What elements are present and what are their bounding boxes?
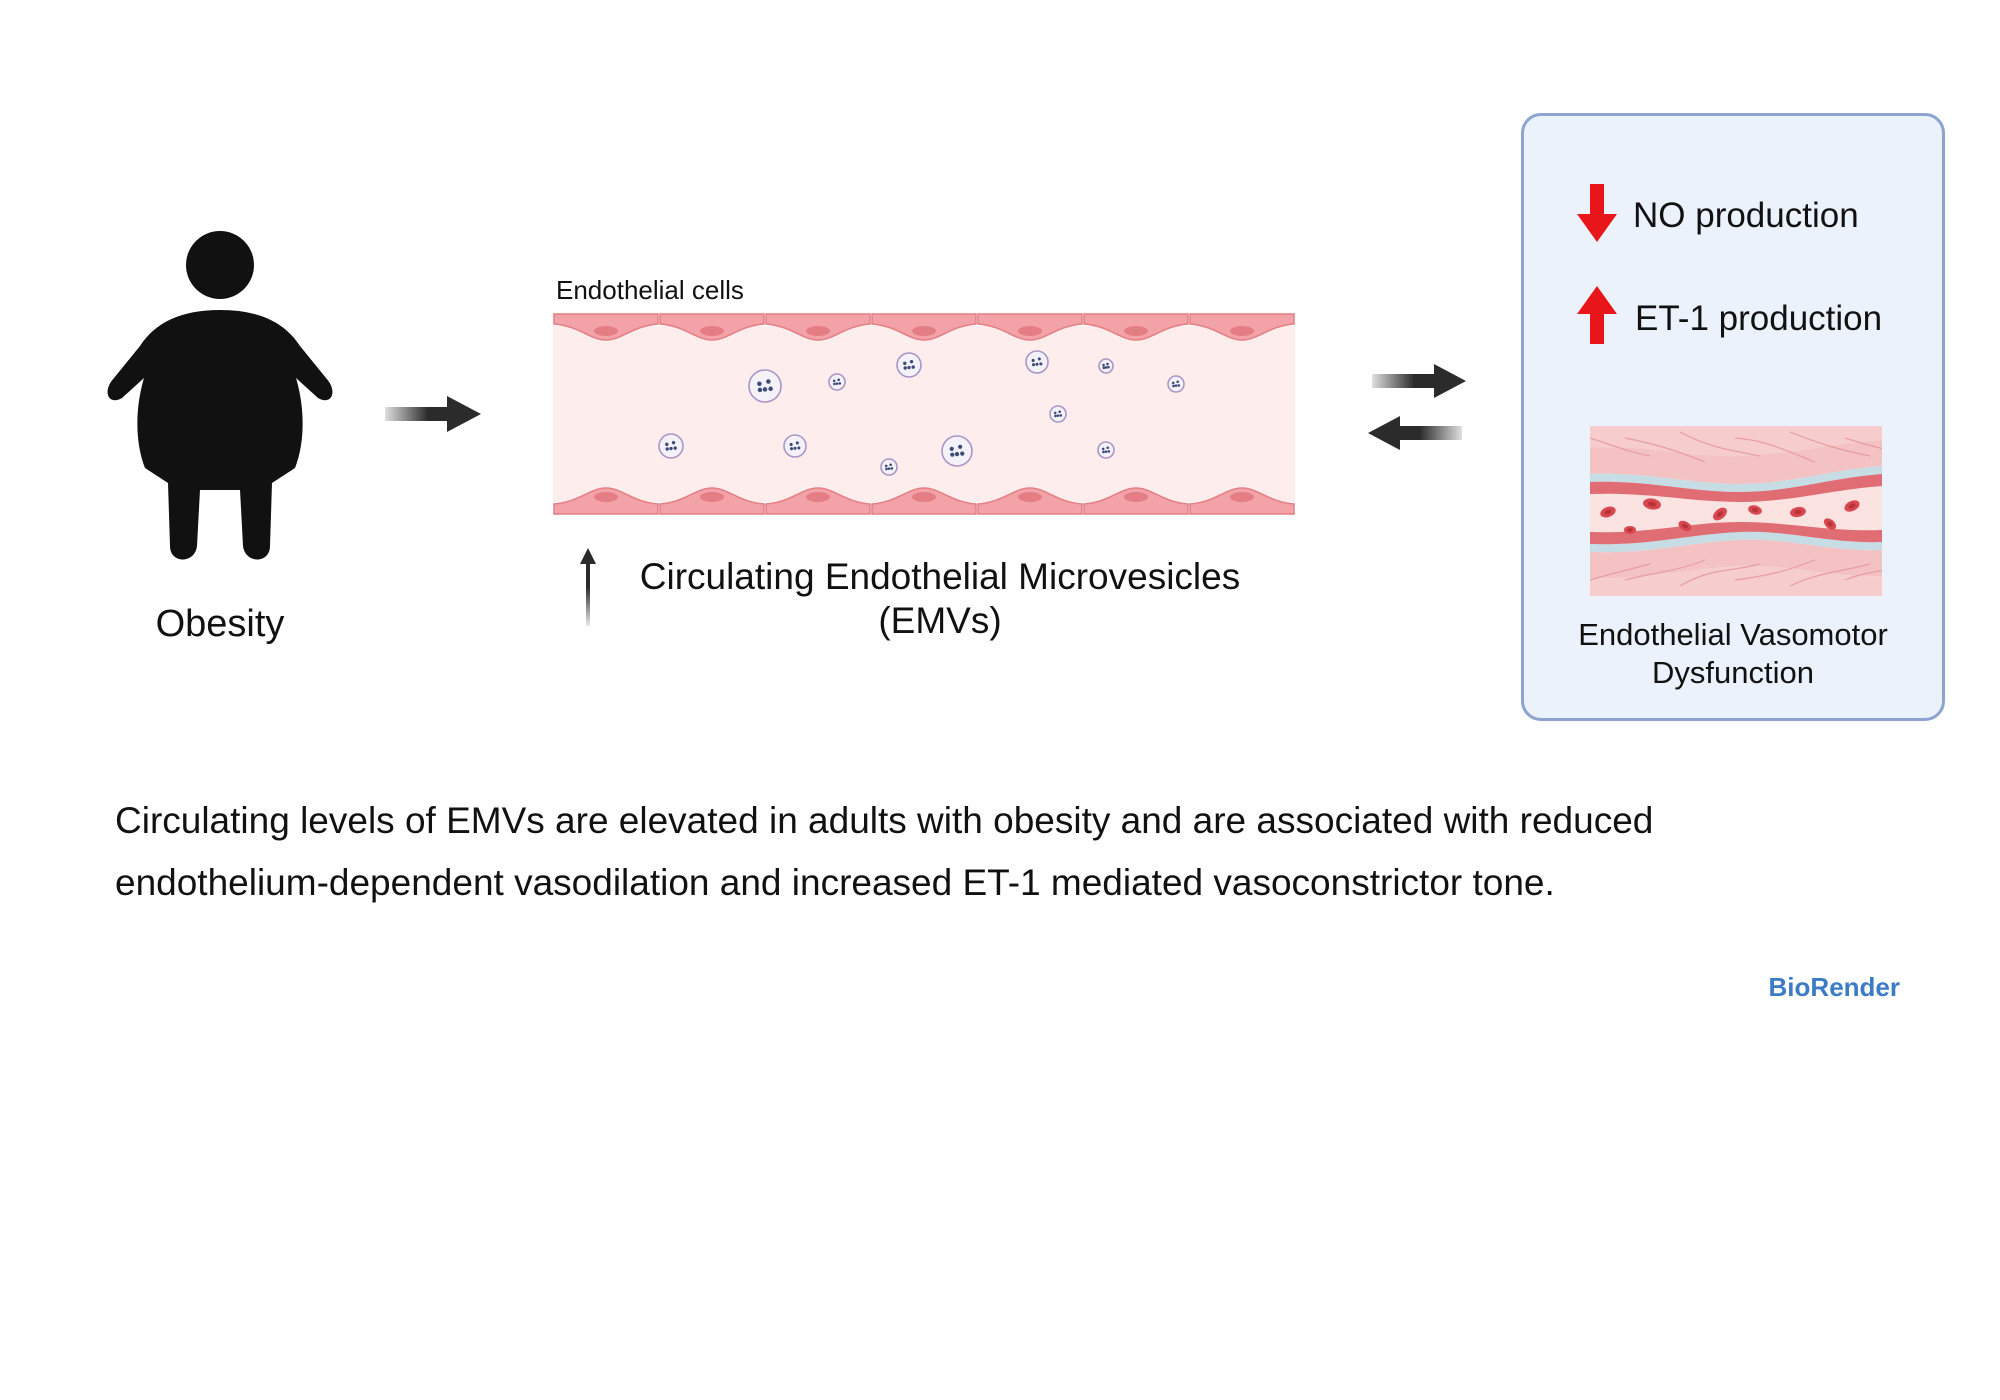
microvesicle-icon xyxy=(658,433,684,459)
red-blood-cell-icon xyxy=(1748,505,1762,515)
microvesicle-icon xyxy=(1049,405,1067,423)
microvesicle-icon xyxy=(880,458,898,476)
no-production-label: NO production xyxy=(1633,196,1859,235)
microvesicle-icon xyxy=(828,373,846,391)
up-arrow-icon xyxy=(1577,286,1617,344)
vasomotor-dysfunction-panel: NO production ET-1 production En xyxy=(1521,113,1945,721)
cell-nucleus-icon xyxy=(594,492,618,502)
emv-title: Circulating Endothelial Microvesicles (E… xyxy=(600,555,1280,643)
microvesicle-icon xyxy=(1025,350,1049,374)
cell-nucleus-icon xyxy=(1018,326,1042,336)
red-blood-cell-icon xyxy=(1713,507,1727,521)
microvesicle-icon xyxy=(1167,375,1185,393)
obesity-label: Obesity xyxy=(155,603,285,645)
red-blood-cell-icon xyxy=(1624,526,1636,534)
blood-vessel-diagram xyxy=(553,313,1295,515)
red-blood-cell-icon xyxy=(1823,518,1837,530)
cell-nucleus-icon xyxy=(1018,492,1042,502)
microvesicle-icon xyxy=(941,435,973,467)
caption-line2: endothelium-dependent vasodilation and i… xyxy=(115,862,1555,903)
microvesicle-icon xyxy=(783,434,807,458)
microvesicle-icon xyxy=(896,352,922,378)
emv-title-line1: Circulating Endothelial Microvesicles xyxy=(639,556,1241,597)
cell-nucleus-icon xyxy=(912,492,936,502)
cell-nucleus-icon xyxy=(1124,326,1148,336)
dysfunction-label: Endothelial Vasomotor Dysfunction xyxy=(1524,616,1942,692)
red-blood-cell-icon xyxy=(1600,506,1616,518)
biorender-logo: BioRender xyxy=(1768,972,1900,1002)
endothelial-cells-label: Endothelial cells xyxy=(556,275,744,305)
dysfunctional-vessel-icon xyxy=(1590,426,1882,596)
microvesicle-icon xyxy=(1098,358,1114,374)
cell-nucleus-icon xyxy=(1124,492,1148,502)
cell-nucleus-icon xyxy=(1230,492,1254,502)
cell-nucleus-icon xyxy=(806,492,830,502)
emv-title-line2: (EMVs) xyxy=(878,600,1002,641)
red-blood-cell-icon xyxy=(1790,506,1806,518)
microvesicle-icon xyxy=(748,369,782,403)
obese-person-icon xyxy=(107,231,333,560)
red-blood-cell-icon xyxy=(1678,520,1692,532)
et1-production-label: ET-1 production xyxy=(1635,299,1883,338)
dysfunction-label-line1: Endothelial Vasomotor xyxy=(1578,617,1888,652)
right-arrow-icon xyxy=(385,396,481,432)
microvesicle-icon xyxy=(1097,441,1115,459)
cell-nucleus-icon xyxy=(594,326,618,336)
cell-nucleus-icon xyxy=(700,326,724,336)
down-arrow-icon xyxy=(1577,184,1617,242)
cell-nucleus-icon xyxy=(912,326,936,336)
red-blood-cell-icon xyxy=(1844,500,1860,512)
cell-nucleus-icon xyxy=(700,492,724,502)
cell-nucleus-icon xyxy=(1230,326,1254,336)
bidirectional-arrows-icon xyxy=(1368,364,1466,450)
increase-arrow-icon xyxy=(580,548,596,626)
caption: Circulating levels of EMVs are elevated … xyxy=(115,790,1955,914)
caption-line1: Circulating levels of EMVs are elevated … xyxy=(115,800,1654,841)
cell-nucleus-icon xyxy=(806,326,830,336)
red-blood-cell-icon xyxy=(1643,498,1661,510)
dysfunction-label-line2: Dysfunction xyxy=(1652,655,1814,690)
